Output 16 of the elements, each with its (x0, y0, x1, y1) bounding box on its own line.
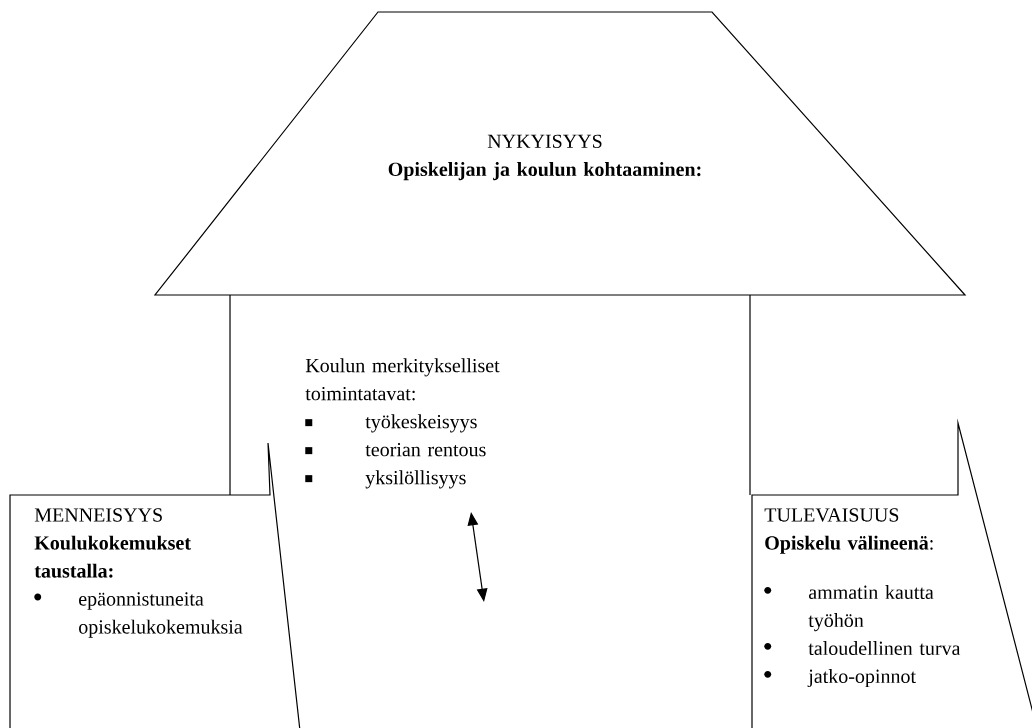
heading: TULEVAISUUS (764, 508, 899, 522)
heading: MENNEISYYS (34, 508, 162, 522)
list-item: taloudellinen turva (764, 640, 961, 655)
subheading: Koulukokemukset taustalla: (34, 535, 191, 578)
callout-box (9, 442, 302, 728)
list-heading: Koulun merkitykselliset toimintatavat: (305, 358, 500, 401)
callout-box (751, 418, 1032, 728)
subheading: Opiskelu välineenä: (765, 535, 933, 554)
subheading: Opiskelijan ja koulun kohtaaminen: (388, 162, 701, 181)
heading: NYKYISYYS (487, 134, 602, 149)
list-item: teorian rentous (305, 442, 486, 457)
house-body (229, 294, 751, 496)
list-item: työkeskeisyys (305, 414, 477, 433)
list-item: jatko-opinnot (764, 668, 916, 688)
list-item: yksilöllisyys (305, 470, 466, 489)
list-item: epäonnistuneita opiskelukokemuksia (34, 592, 243, 638)
